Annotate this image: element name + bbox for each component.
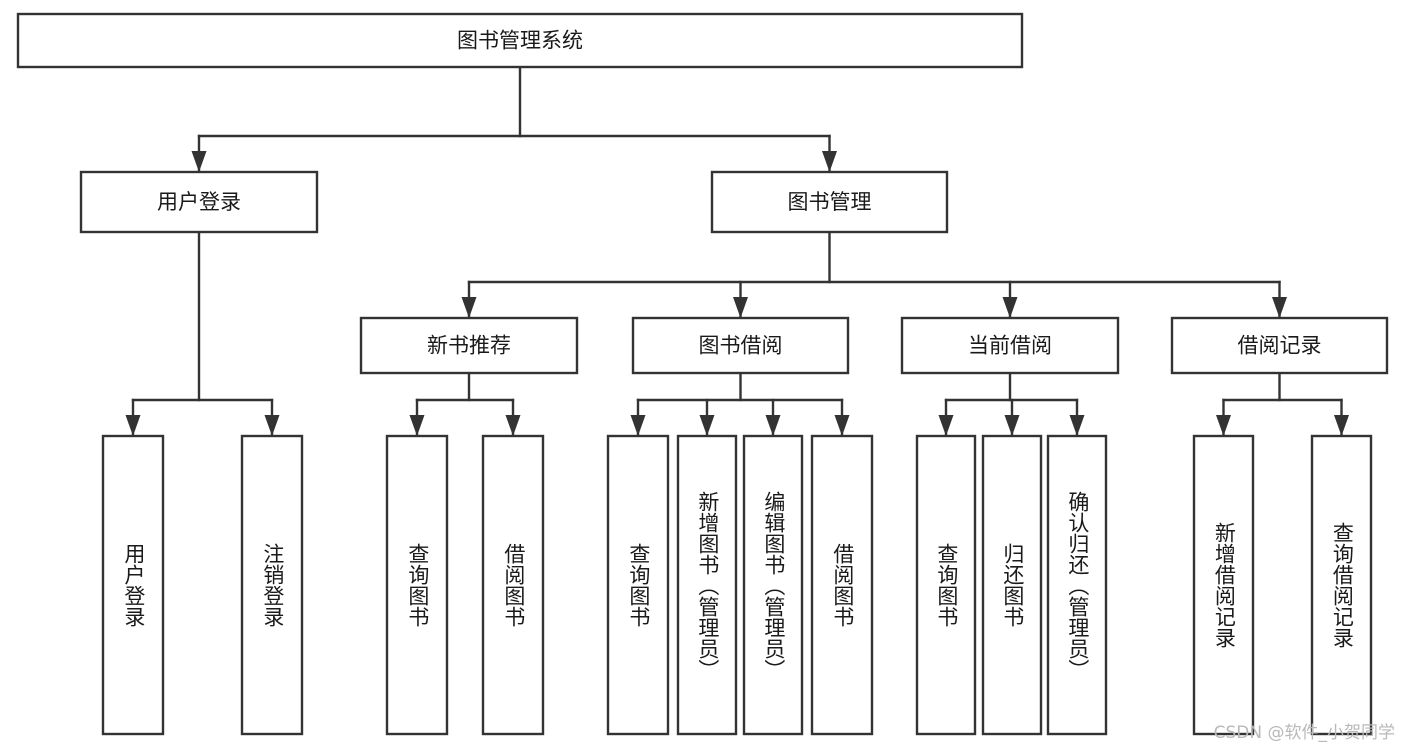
- node-label-leaf-query-book-borrow: 查询图书: [626, 543, 651, 627]
- node-label-wrap-leaf-return-book: 归还图书: [983, 436, 1041, 734]
- node-label-wrap-leaf-query-book-rec: 查询图书: [387, 436, 447, 734]
- arrow-head: [1069, 415, 1085, 436]
- edge-group-user-login: [125, 230, 280, 438]
- node-box-leaf-query-book-cur[interactable]: [915, 434, 977, 736]
- node-label-leaf-add-borrow-record: 新增借阅记录: [1212, 522, 1237, 648]
- node-label-root: 图书管理系统: [457, 29, 583, 53]
- node-box-book-manage[interactable]: [710, 170, 949, 234]
- node-box-leaf-edit-book-admin[interactable]: [742, 434, 804, 736]
- arrow-head: [505, 415, 521, 436]
- arrow-head: [630, 415, 646, 436]
- node-label-user-login: 用户登录: [157, 190, 241, 214]
- node-box-leaf-user-login[interactable]: [101, 434, 165, 736]
- arrow-head: [938, 415, 954, 436]
- arrow-head: [765, 415, 781, 436]
- node-box-root[interactable]: [16, 12, 1024, 69]
- edge-group-borrow-record: [1216, 371, 1349, 438]
- node-box-leaf-return-book[interactable]: [981, 434, 1043, 736]
- edge-layer: [125, 65, 1349, 438]
- node-label-new-book-recommend: 新书推荐: [427, 334, 511, 358]
- arrow-head: [822, 151, 837, 172]
- arrow-head: [125, 415, 141, 436]
- node-label-wrap-leaf-query-book-borrow: 查询图书: [608, 436, 668, 734]
- node-label-leaf-edit-book-admin: 编辑图书（管理员）: [761, 490, 786, 680]
- node-label-wrap-leaf-add-book-admin: 新增图书（管理员）: [678, 436, 736, 734]
- arrow-head: [1272, 297, 1287, 318]
- node-box-current-borrow[interactable]: [900, 316, 1120, 375]
- node-box-leaf-borrow-book[interactable]: [810, 434, 874, 736]
- node-label-leaf-confirm-return: 确认归还（管理员）: [1065, 490, 1090, 680]
- node-label-wrap-leaf-borrow-book-rec: 借阅图书: [483, 436, 543, 734]
- node-box-book-borrow[interactable]: [631, 316, 850, 375]
- node-label-wrap-leaf-query-book-cur: 查询图书: [917, 436, 975, 734]
- node-label-leaf-add-book-admin: 新增图书（管理员）: [695, 490, 720, 680]
- arrow-head: [461, 297, 477, 318]
- node-box-leaf-confirm-return[interactable]: [1046, 434, 1108, 736]
- node-box-leaf-borrow-book-rec[interactable]: [481, 434, 545, 736]
- arrow-head: [191, 151, 207, 172]
- node-label-leaf-borrow-book-rec: 借阅图书: [501, 543, 526, 627]
- node-label-wrap-leaf-edit-book-admin: 编辑图书（管理员）: [744, 436, 802, 734]
- node-label-book-manage: 图书管理: [788, 190, 872, 214]
- edge-group-root: [191, 65, 837, 174]
- node-label-borrow-record: 借阅记录: [1238, 334, 1322, 358]
- node-box-leaf-add-borrow-record[interactable]: [1192, 434, 1255, 736]
- node-label-current-borrow: 当前借阅: [968, 334, 1052, 358]
- edge-group-book-manage: [461, 230, 1287, 320]
- node-label-leaf-query-book-rec: 查询图书: [405, 543, 430, 627]
- node-label-wrap-leaf-query-borrow-rec: 查询借阅记录: [1312, 436, 1371, 734]
- node-box-new-book-recommend[interactable]: [359, 316, 579, 375]
- node-box-leaf-add-book-admin[interactable]: [676, 434, 738, 736]
- node-label-leaf-return-book: 归还图书: [1000, 543, 1025, 627]
- node-label-leaf-query-book-cur: 查询图书: [934, 543, 959, 627]
- arrow-head: [1004, 415, 1020, 436]
- arrow-head: [834, 415, 850, 436]
- arrow-head: [1002, 297, 1018, 318]
- arrow-head: [409, 415, 425, 436]
- arrow-head: [699, 415, 715, 436]
- arrow-head: [733, 297, 748, 318]
- node-box-user-login[interactable]: [79, 170, 319, 234]
- node-label-wrap-leaf-confirm-return: 确认归还（管理员）: [1048, 436, 1106, 734]
- arrow-head: [1216, 415, 1231, 436]
- node-box-leaf-query-borrow-rec[interactable]: [1310, 434, 1373, 736]
- node-label-wrap-leaf-add-borrow-record: 新增借阅记录: [1194, 436, 1253, 734]
- edge-group-current-borrow: [938, 371, 1085, 438]
- node-box-leaf-logout-login[interactable]: [240, 434, 304, 736]
- node-label-wrap-leaf-borrow-book: 借阅图书: [812, 436, 872, 734]
- node-box-borrow-record[interactable]: [1170, 316, 1389, 375]
- node-label-leaf-user-login: 用户登录: [121, 543, 146, 627]
- csdn-watermark: CSDN @软件_小贺同学: [1213, 723, 1395, 743]
- node-label-wrap-leaf-user-login: 用户登录: [103, 436, 163, 734]
- node-label-wrap-leaf-logout-login: 注销登录: [242, 436, 302, 734]
- edge-group-new-book-recommend: [409, 371, 521, 438]
- edge-group-book-borrow: [630, 371, 850, 438]
- arrow-head: [1334, 415, 1349, 436]
- node-label-leaf-logout-login: 注销登录: [260, 543, 285, 627]
- node-box-leaf-query-book-rec[interactable]: [385, 434, 449, 736]
- node-label-leaf-borrow-book: 借阅图书: [830, 543, 855, 627]
- arrow-head: [264, 415, 280, 436]
- node-label-leaf-query-borrow-rec: 查询借阅记录: [1330, 522, 1355, 648]
- node-box-leaf-query-book-borrow[interactable]: [606, 434, 670, 736]
- node-label-book-borrow: 图书借阅: [699, 334, 783, 358]
